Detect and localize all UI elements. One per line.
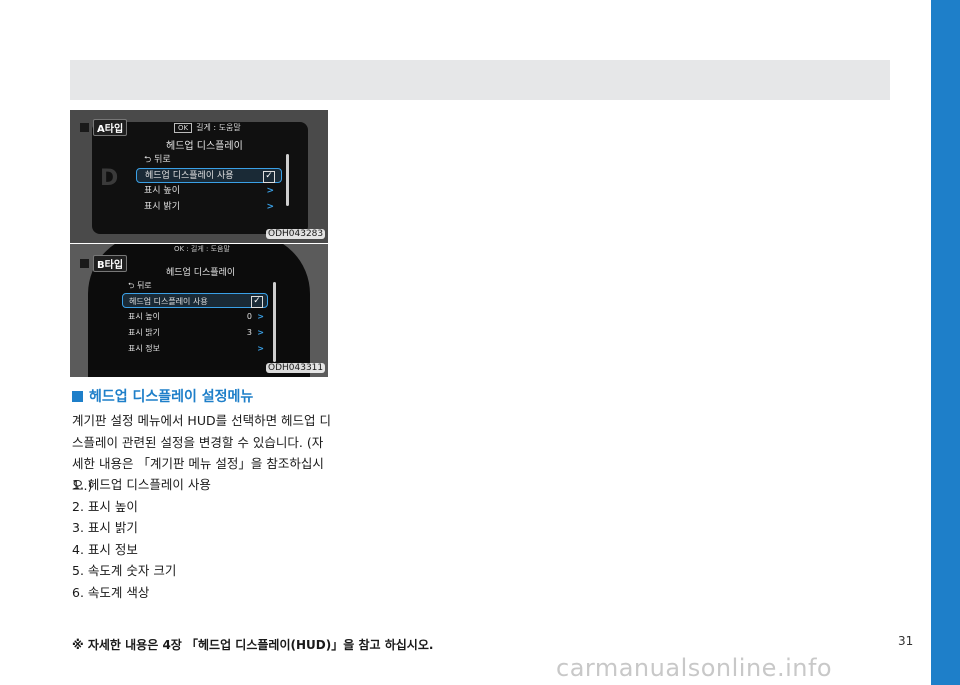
list-item: 1. 헤드업 디스플레이 사용 [72,477,211,492]
chevron-right-icon: > [257,312,264,321]
type-a-label: A타입 [80,119,128,136]
list-item: 5. 속도계 숫자 크기 [72,563,177,578]
menu-row-height: 표시 높이 0 > [122,309,268,324]
section-title: 헤드업 디스플레이 설정메뉴 [89,389,254,405]
display-title: 헤드업 디스플레이 [166,141,243,152]
ok-hint: OK : 길게 : 도움말 [174,245,230,253]
list-item: 6. 속도계 색상 [72,584,150,600]
gauge-gear-letter: D [100,166,119,191]
scrollbar [273,282,276,362]
image-code-b: ODH043311 [266,363,326,373]
header-band [70,60,890,100]
list-item: 2. 표시 높이 [72,498,138,514]
list-item: 4. 표시 정보 [72,541,138,557]
brightness-value: 3 [246,328,252,337]
type-b-text: B타입 [93,255,128,272]
menu-row-back: ⮌ 뒤로 [122,278,268,293]
paragraph-text: 계기판 설정 메뉴에서 HUD를 선택하면 헤드업 디스플레이 관련된 설정을 … [72,413,332,493]
menu-row-brightness: 표시 밝기 > [136,200,282,215]
row-label: 표시 밝기 [128,328,160,337]
row-label: 표시 정보 [128,344,160,353]
ok-key: OK [174,123,193,133]
square-bullet-icon [72,390,83,402]
row-label: 표시 밝기 [144,202,180,212]
chevron-right-icon: > [257,344,264,353]
footer-note: ※ 자세한 내용은 4장 「헤드업 디스플레이(HUD)」을 참고 하십시오. [72,638,434,652]
height-value: 0 [246,312,252,321]
square-bullet-icon [80,123,89,132]
chevron-right-icon: > [257,328,264,337]
scrollbar [286,154,289,206]
check-icon: ✓ [263,171,275,183]
type-b-label: B타입 [80,255,128,272]
chevron-right-icon: > [266,202,274,212]
ok-hint-text: 길게 : 도움말 [196,123,241,132]
watermark: carmanualsonline.info [556,654,833,682]
row-label: 표시 높이 [144,186,180,196]
menu-row-hud-use: 헤드업 디스플레이 사용 ✓ [136,168,282,183]
image-code-a: ODH043283 [266,229,326,239]
menu-item-list: 1. 헤드업 디스플레이 사용 2. 표시 높이 3. 표시 밝기 4. 표시 … [72,474,211,603]
page-number: 31 [898,634,914,648]
check-icon: ✓ [251,296,263,308]
square-bullet-icon [80,259,89,268]
screen-b-image: OK : 길게 : 도움말 헤드업 디스플레이 ⮌ 뒤로 헤드업 디스플레이 사… [70,244,328,377]
row-label: ⮌ 뒤로 [128,281,152,290]
section-paragraph: 계기판 설정 메뉴에서 HUD를 선택하면 헤드업 디스플레이 관련된 설정을 … [72,410,334,496]
section-heading: 헤드업 디스플레이 설정메뉴 [72,386,253,406]
row-label: 헤드업 디스플레이 사용 [145,171,234,181]
page-edge-bar [931,0,960,685]
menu-row-info: 표시 정보 > [122,341,268,356]
menu-row-hud-use: 헤드업 디스플레이 사용 ✓ [122,293,268,308]
row-label: ⮌ 뒤로 [144,155,171,165]
chevron-right-icon: > [266,186,274,196]
menu-row-back: ⮌ 뒤로 [136,153,282,168]
display-title: 헤드업 디스플레이 [166,268,236,278]
type-a-text: A타입 [93,119,128,136]
row-label: 표시 높이 [128,312,160,321]
row-label: 헤드업 디스플레이 사용 [129,297,208,306]
menu-row-height: 표시 높이 > [136,184,282,199]
menu-row-brightness: 표시 밝기 3 > [122,325,268,340]
list-item: 3. 표시 밝기 [72,520,138,535]
